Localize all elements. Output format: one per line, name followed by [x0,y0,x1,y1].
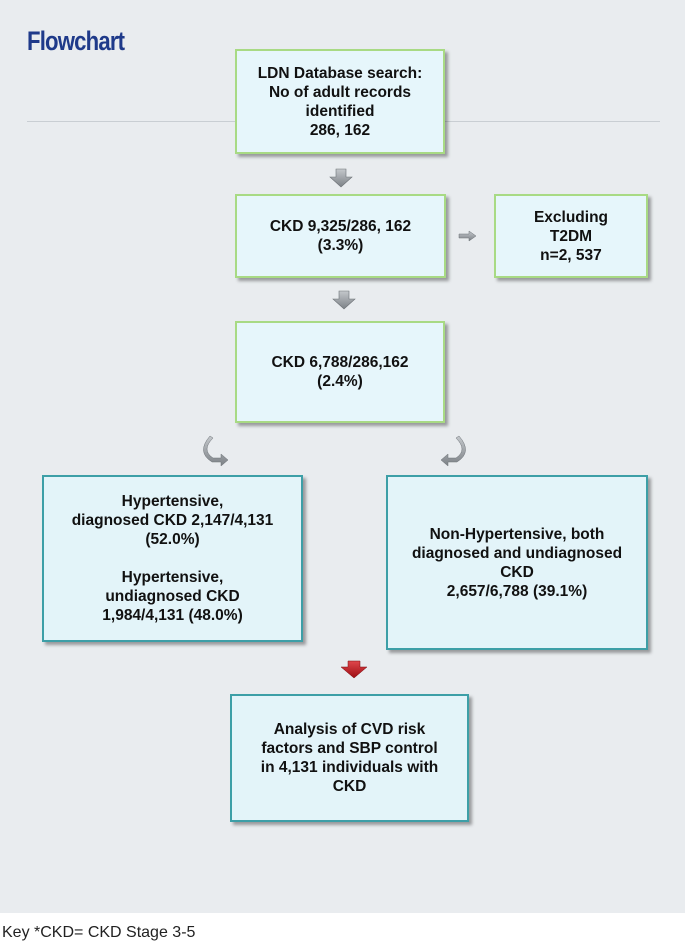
exclusion-text: Excluding T2DM n=2, 537 [533,208,609,264]
ckd-filtered-text: CKD 6,788/286,162 (2.4%) [271,354,409,390]
red-down-arrow-icon [340,660,368,679]
database-search-box: LDN Database search: No of adult records… [235,49,445,154]
key-note: Key *CKD= CKD Stage 3-5 [2,924,196,941]
arrows-layer [203,168,477,679]
ckd-total-text: CKD 9,325/286, 162 (3.3%) [269,218,412,254]
analysis-box: Analysis of CVD risk factors and SBP con… [230,694,469,822]
curved-arrow-icon [440,435,466,467]
database-search-text: LDN Database search: No of adult records… [257,64,423,139]
non-hypertensive-text: Non-Hypertensive, both diagnosed and und… [411,525,623,600]
hypertensive-undiagnosed-text: Hypertensive, undiagnosed CKD 1,984/4,13… [102,569,243,624]
exclusion-box: Excluding T2DM n=2, 537 [494,194,648,278]
curved-arrow-icon [203,435,229,467]
ckd-filtered-box: CKD 6,788/286,162 (2.4%) [235,321,445,423]
down-arrow-icon [332,290,356,310]
right-arrow-icon [458,230,477,242]
analysis-text: Analysis of CVD risk factors and SBP con… [260,721,439,795]
non-hypertensive-box: Non-Hypertensive, both diagnosed and und… [386,475,648,650]
hypertensive-diagnosed-text: Hypertensive, diagnosed CKD 2,147/4,131 … [71,493,274,548]
down-arrow-icon [329,168,353,188]
page-title: Flowchart [27,26,125,56]
hypertensive-box: Hypertensive, diagnosed CKD 2,147/4,131 … [42,475,303,642]
ckd-total-box: CKD 9,325/286, 162 (3.3%) [235,194,446,278]
